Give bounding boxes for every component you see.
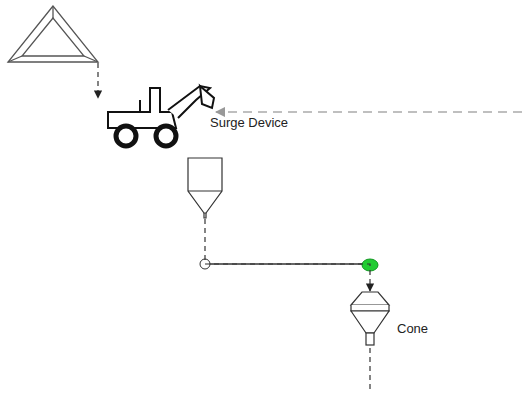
stockpile-symbol	[8, 6, 98, 62]
flow-connector	[205, 219, 370, 291]
node-label: Surge Device	[210, 115, 288, 130]
cone-crusher: Cone	[345, 291, 395, 347]
feed-arrow	[97, 63, 98, 98]
node-label: Cone	[397, 321, 428, 336]
conveyor-symbol	[200, 259, 378, 271]
node-outline	[187, 157, 223, 219]
loader-symbol	[108, 86, 214, 146]
discharge-line	[369, 348, 370, 393]
node-outline	[345, 291, 395, 347]
return-line	[216, 111, 522, 113]
surge-bin: Surge Device	[187, 157, 223, 219]
